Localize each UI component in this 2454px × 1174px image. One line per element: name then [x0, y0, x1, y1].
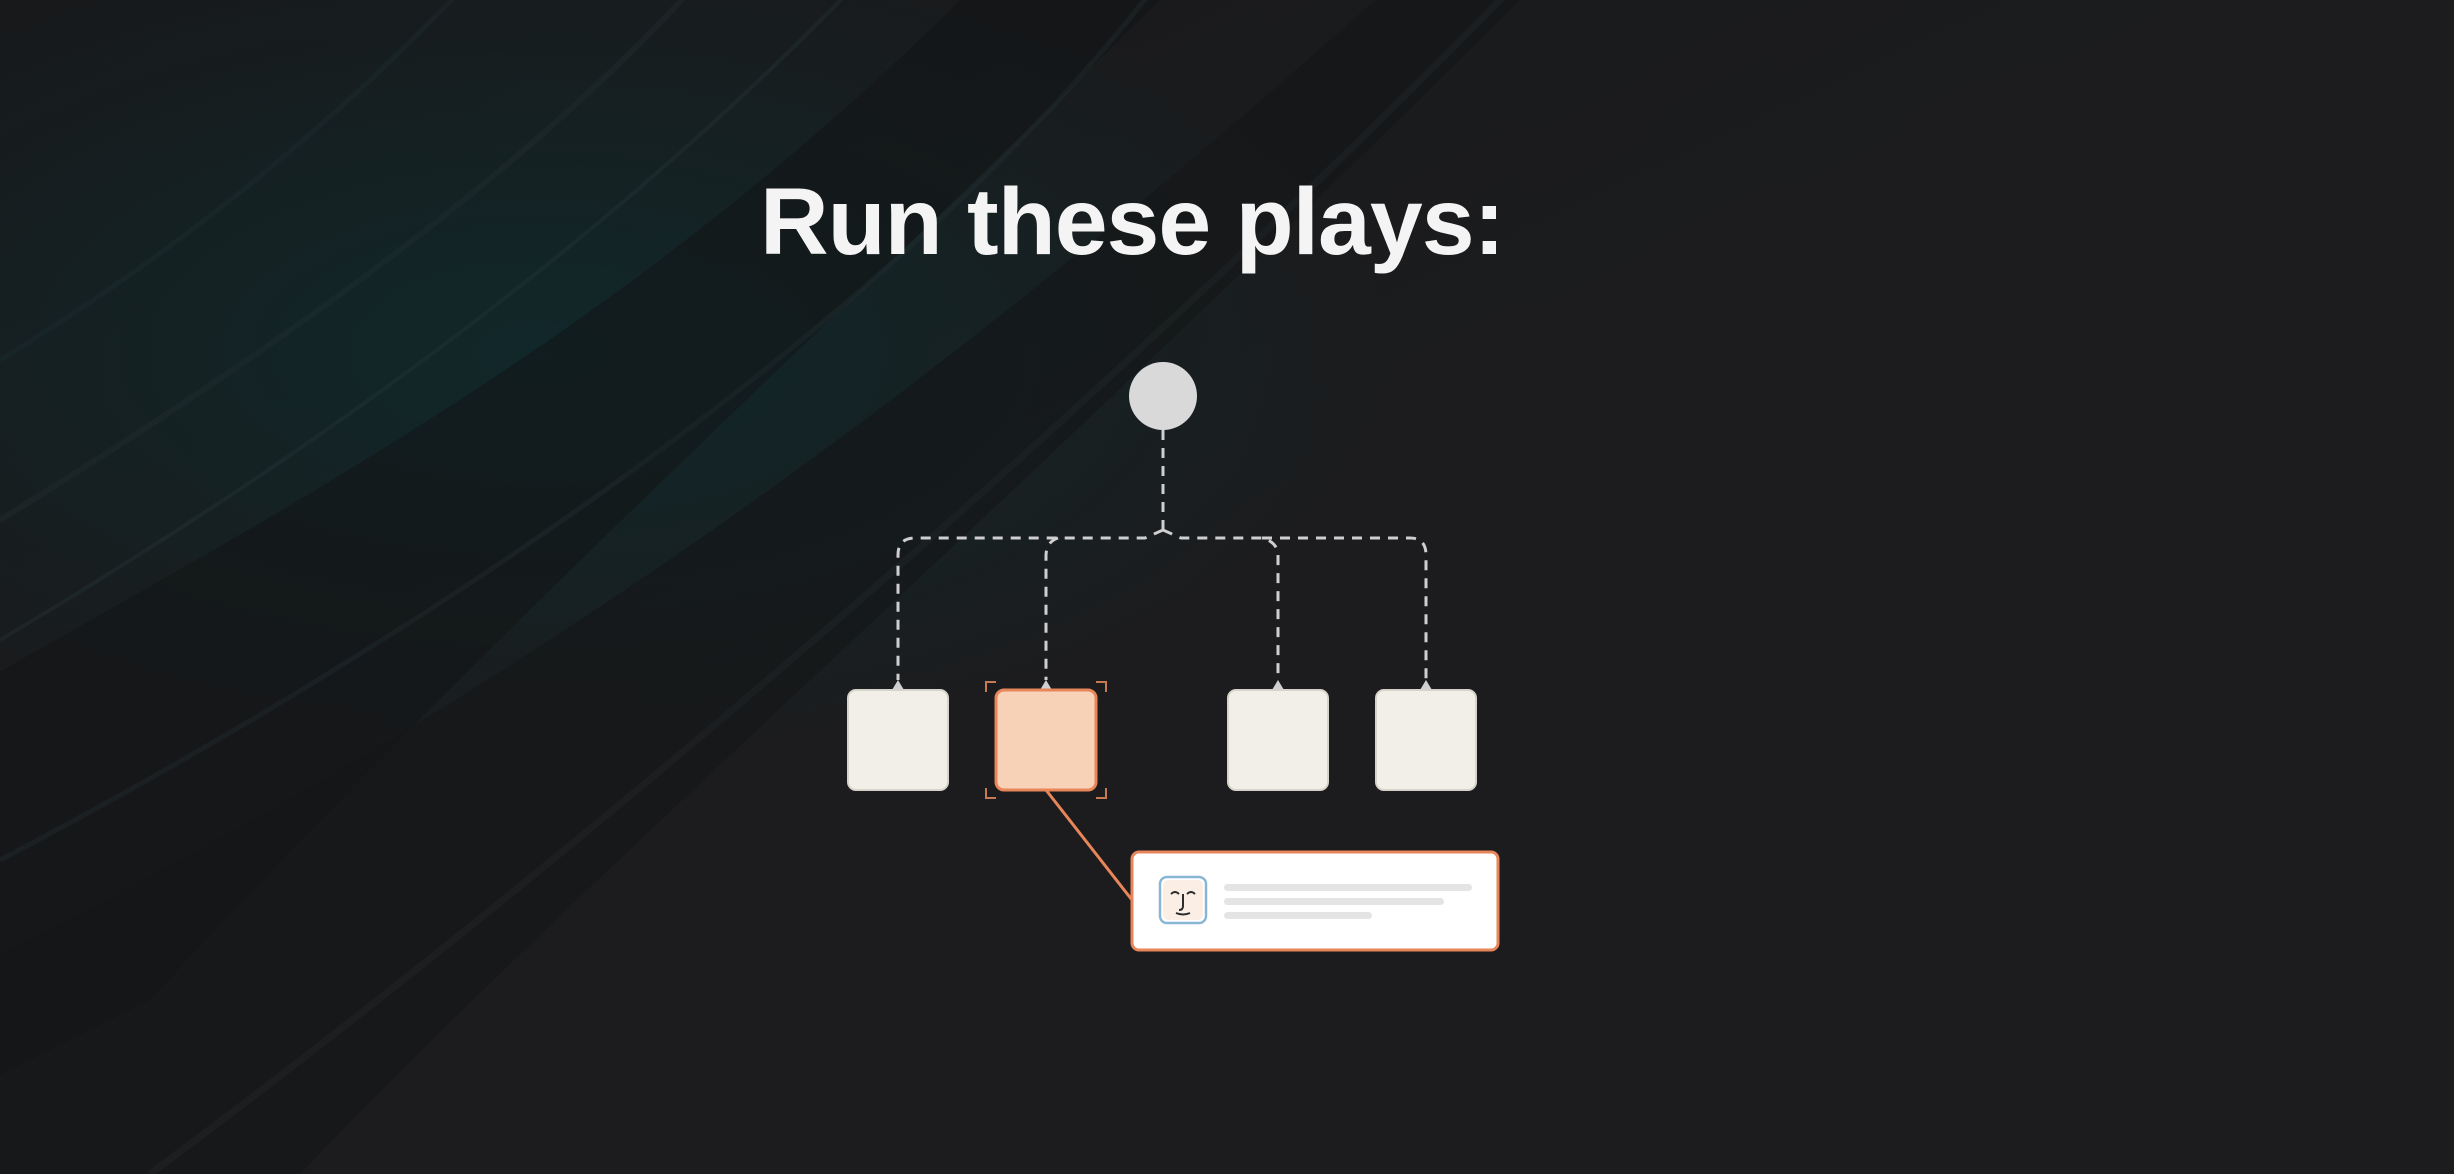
play-node-selected[interactable] — [994, 688, 1098, 792]
page-title: Run these plays: — [760, 169, 1505, 275]
arrow-tip-icon — [1040, 680, 1052, 690]
play-node[interactable] — [1375, 689, 1477, 791]
branch-connector-left — [896, 528, 1164, 680]
arrow-tip-icon — [892, 680, 904, 690]
face-icon — [1158, 875, 1208, 925]
silk-fold — [0, 0, 1560, 1174]
silk-fold — [147, 0, 1506, 1174]
placeholder-text-lines — [1224, 884, 1472, 919]
silk-fold — [0, 0, 455, 363]
detail-pointer — [1044, 789, 1134, 901]
branch-connector-right — [1262, 536, 1428, 680]
silk-fold — [0, 0, 1148, 863]
silk-fold — [0, 0, 686, 523]
branch-connector-second — [1044, 536, 1059, 680]
play-node[interactable] — [1227, 689, 1329, 791]
connector-arrows — [892, 680, 1432, 690]
selection-brackets — [985, 681, 1107, 799]
silk-fold — [0, 0, 844, 642]
branch-connector-third — [1162, 528, 1280, 680]
root-node — [1129, 362, 1197, 430]
connector-lines — [896, 430, 1428, 680]
arrow-tip-icon — [1272, 680, 1284, 690]
play-node[interactable] — [847, 689, 949, 791]
arrow-tip-icon — [1420, 680, 1432, 690]
